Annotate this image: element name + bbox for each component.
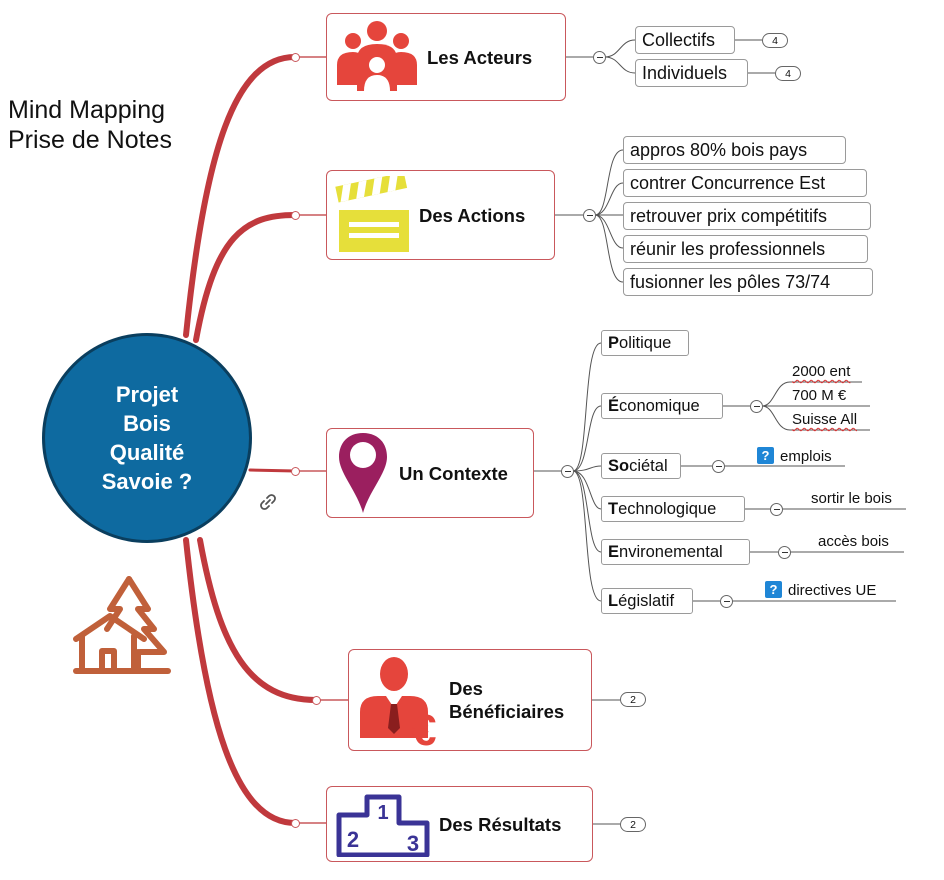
category-technologique[interactable]: Technologique <box>601 496 745 522</box>
collapse-toggle-environemental[interactable] <box>778 546 791 559</box>
clapperboard-icon <box>327 170 419 260</box>
branch-dot <box>291 819 300 828</box>
category-rest: conomique <box>619 397 700 415</box>
question-icon: ? <box>765 581 782 598</box>
house-tree-icon <box>72 574 172 679</box>
branch-dot <box>291 467 300 476</box>
category-initial: É <box>608 397 620 415</box>
note-text: emplois <box>780 448 832 465</box>
collapsed-count-badge[interactable]: 4 <box>775 66 801 81</box>
category-rest: olitique <box>619 334 672 352</box>
subtopic-action[interactable]: contrer Concurrence Est <box>623 169 867 197</box>
category-initial: P <box>608 334 620 352</box>
topic-des-resultats-label: Des Résultats <box>439 813 562 835</box>
branch-contexte <box>248 468 297 473</box>
category-initial: T <box>608 500 619 518</box>
link-icon[interactable] <box>258 492 278 517</box>
note-suisse-all[interactable]: Suisse All <box>792 411 857 429</box>
branch-dot <box>312 696 321 705</box>
question-icon: ? <box>757 447 774 464</box>
note-directives-ue[interactable]: ? directives UE <box>765 581 876 600</box>
topic-les-acteurs[interactable]: Les Acteurs <box>326 13 566 101</box>
collapsed-count-badge[interactable]: 2 <box>620 817 646 832</box>
note-700-m-euro[interactable]: 700 M € <box>792 387 847 404</box>
topic-les-acteurs-label: Les Acteurs <box>427 46 533 68</box>
note-text: Suisse All <box>792 411 858 428</box>
businessman-euro-icon: € <box>349 649 449 755</box>
topic-des-beneficiaires-label: Des Bénéficiaires <box>449 678 565 722</box>
category-rest: nvironemental <box>619 543 723 561</box>
collapse-toggle-legislatif[interactable] <box>720 595 733 608</box>
category-initial: L <box>608 592 619 610</box>
subtopic-collectifs[interactable]: Collectifs <box>635 26 735 54</box>
subtopic-action[interactable]: retrouver prix compétitifs <box>623 202 871 230</box>
podium-first: 1 <box>377 802 388 824</box>
map-title-line1: Mind Mapping <box>8 96 166 124</box>
collapse-toggle-actions[interactable] <box>583 209 596 222</box>
note-emplois[interactable]: ? emplois <box>757 447 832 466</box>
topic-des-resultats[interactable]: 1 2 3 Des Résultats <box>326 786 593 862</box>
group-people-icon <box>327 13 427 101</box>
category-environemental[interactable]: Environemental <box>601 539 750 565</box>
podium-second: 2 <box>347 827 359 852</box>
note-text: directives UE <box>788 582 877 599</box>
topic-des-beneficiaires[interactable]: € Des Bénéficiaires <box>348 649 592 755</box>
collapse-toggle-technologique[interactable] <box>770 503 783 516</box>
branch-beneficiaires <box>197 537 319 703</box>
branch-dot <box>291 211 300 220</box>
subtopic-action[interactable]: appros 80% bois pays <box>623 136 846 164</box>
note-acces-bois[interactable]: accès bois <box>818 533 889 550</box>
topic-des-actions[interactable]: Des Actions <box>326 170 555 260</box>
note-text: 2000 ent <box>792 363 851 380</box>
central-topic[interactable]: Projet Bois Qualité Savoie ? <box>42 333 252 543</box>
category-economique[interactable]: Économique <box>601 393 723 419</box>
map-title-line2: Prise de Notes <box>8 126 172 154</box>
podium-icon: 1 2 3 <box>327 786 439 862</box>
euro-sign: € <box>412 706 436 755</box>
central-topic-label: Projet Bois Qualité Savoie ? <box>101 382 193 494</box>
category-initial: E <box>608 543 620 561</box>
category-societal[interactable]: Sociétal <box>601 453 681 479</box>
collapse-toggle-societal[interactable] <box>712 460 725 473</box>
topic-un-contexte[interactable]: Un Contexte <box>326 428 534 518</box>
category-initial: So <box>608 457 630 475</box>
collapse-toggle-acteurs[interactable] <box>593 51 606 64</box>
branch-acteurs <box>183 54 298 338</box>
collapsed-count-badge[interactable]: 2 <box>620 692 646 707</box>
subtopic-individuels[interactable]: Individuels <box>635 59 748 87</box>
branch-resultats <box>183 537 298 826</box>
subtopic-action[interactable]: réunir les professionnels <box>623 235 868 263</box>
category-legislatif[interactable]: Législatif <box>601 588 693 614</box>
podium-third: 3 <box>407 831 419 856</box>
category-rest: echnologique <box>618 500 717 518</box>
collapse-toggle-economique[interactable] <box>750 400 763 413</box>
category-politique[interactable]: Politique <box>601 330 689 356</box>
collapsed-count-badge[interactable]: 4 <box>762 33 788 48</box>
collapse-toggle-contexte[interactable] <box>561 465 574 478</box>
branch-dot <box>291 53 300 62</box>
subtopic-action[interactable]: fusionner les pôles 73/74 <box>623 268 873 296</box>
category-rest: ciétal <box>629 457 668 475</box>
topic-des-actions-label: Des Actions <box>419 204 526 226</box>
branch-actions <box>193 212 298 343</box>
map-pin-icon <box>327 428 399 518</box>
note-2000-ent[interactable]: 2000 ent <box>792 363 850 381</box>
note-sortir-le-bois[interactable]: sortir le bois <box>811 490 892 507</box>
category-rest: égislatif <box>618 592 675 610</box>
topic-un-contexte-label: Un Contexte <box>399 462 508 484</box>
